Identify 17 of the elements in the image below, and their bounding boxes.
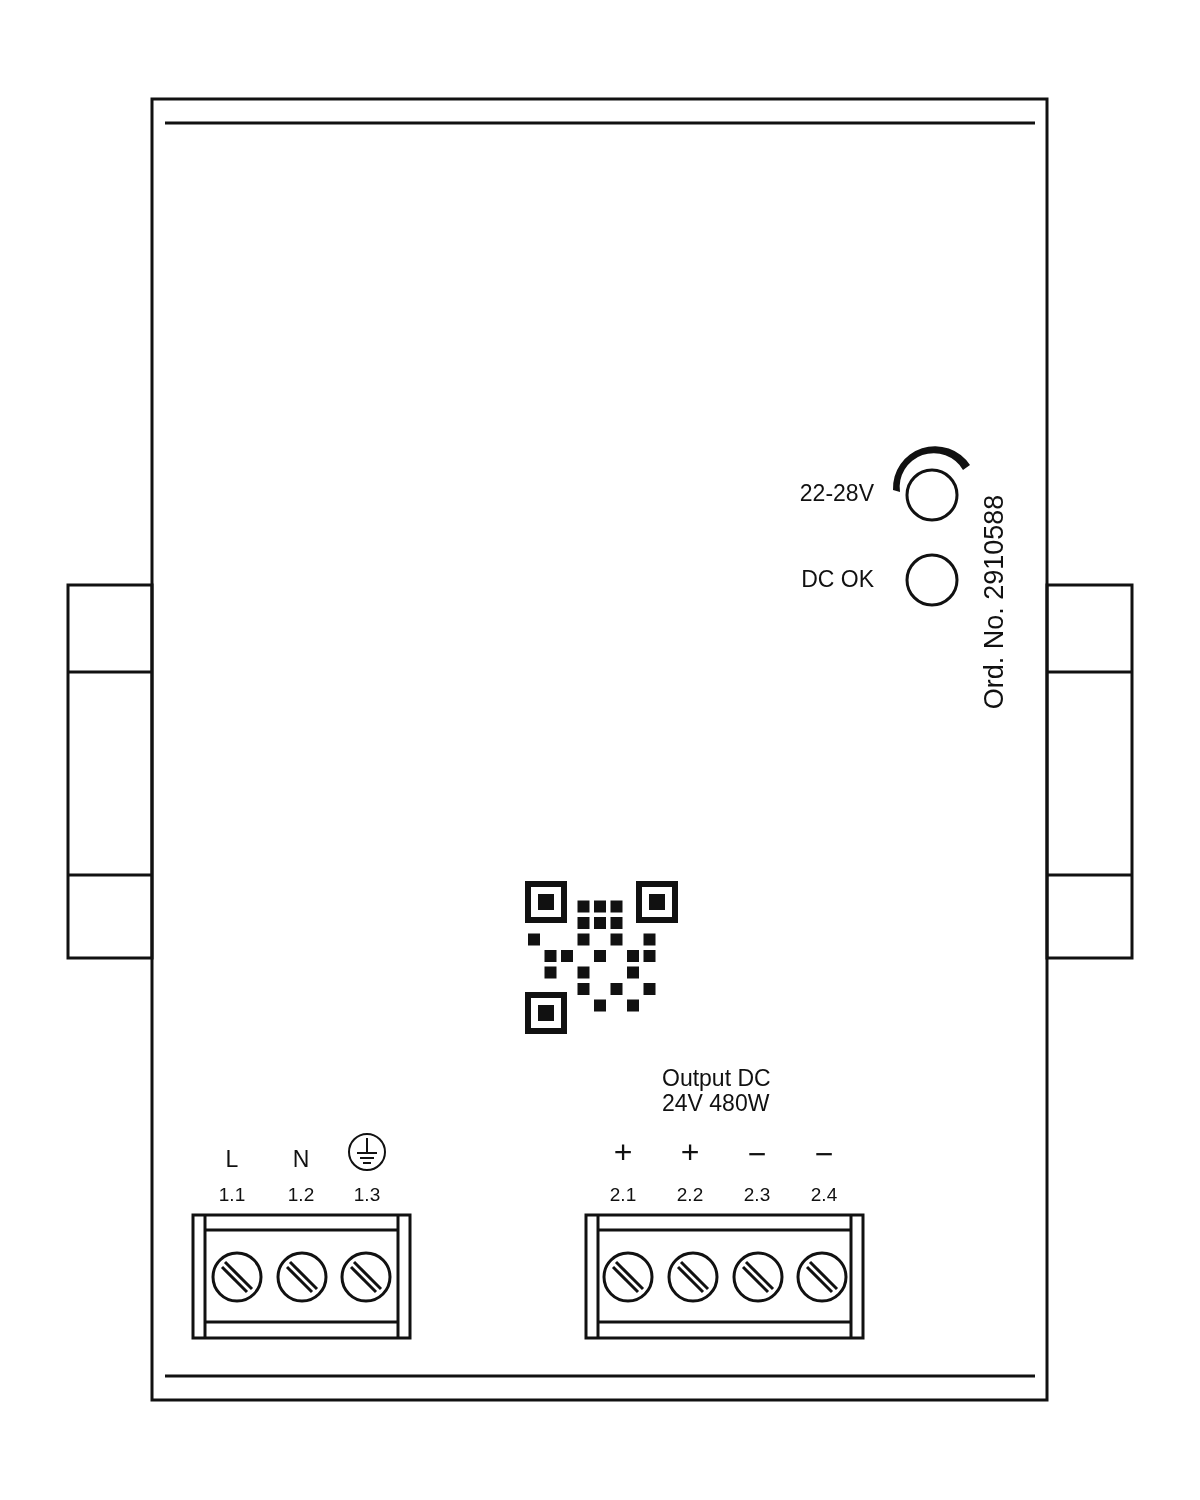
output-rating: Output DC 24V 480W: [662, 1066, 772, 1117]
polarity-sign: +: [680, 1135, 700, 1171]
terminal-number: 1.1: [218, 1184, 246, 1206]
order-number: Ord. No. 2910588: [980, 494, 1010, 710]
terminal-number: 2.4: [810, 1184, 838, 1206]
terminal-label: L: [225, 1147, 239, 1173]
terminal-number: 1.3: [353, 1184, 381, 1206]
polarity-sign: −: [747, 1137, 767, 1173]
polarity-sign: −: [814, 1137, 834, 1173]
terminal-number: 2.2: [676, 1184, 704, 1206]
indicator-label: DC OK: [801, 567, 874, 593]
terminal-label: N: [292, 1147, 310, 1173]
terminal-number: 1.2: [287, 1184, 315, 1206]
control-label: 22-28V: [799, 481, 874, 507]
terminal-number: 2.1: [609, 1184, 637, 1206]
terminal-number: 2.3: [743, 1184, 771, 1206]
polarity-sign: +: [613, 1135, 633, 1171]
